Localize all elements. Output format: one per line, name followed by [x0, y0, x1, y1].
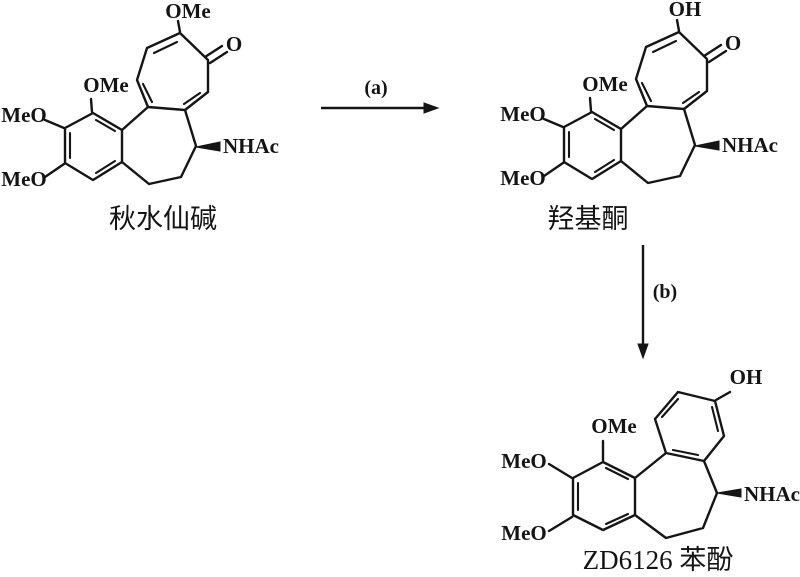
- hydroxy-ketone-aryl-ome-label: OMe: [582, 72, 627, 96]
- colchicine-structure: OMe O OMe MeO MeO NHAc 秋水仙碱: [1, 0, 279, 234]
- hydroxy-ketone-oxygen-label: O: [725, 31, 741, 55]
- arrow-b: (b): [637, 245, 677, 360]
- zd6126-stereo-wedge: [716, 488, 742, 498]
- arrow-a-label: (a): [364, 77, 387, 99]
- zd6126-oh-label: OH: [730, 365, 763, 389]
- colchicine-ome-top-label: OMe: [165, 0, 210, 23]
- arrow-a-head: [423, 102, 440, 114]
- hydroxy-ketone-bonds: [542, 18, 728, 185]
- colchicine-name: 秋水仙碱: [109, 204, 217, 234]
- colchicine-nhac-label: NHAc: [223, 134, 279, 158]
- hydroxy-ketone-stereo-wedge: [694, 140, 720, 151]
- hydroxy-ketone-meo-bottom-label: MeO: [500, 166, 545, 190]
- hydroxy-ketone-structure: OH O OMe MeO MeO NHAc: [500, 0, 778, 190]
- hydroxy-ketone-oh-top-label: OH: [669, 0, 702, 21]
- zd6126-nhac-label: NHAc: [744, 482, 800, 506]
- zd6126-phenol-structure: OH OMe MeO MeO NHAc ZD6126 苯酚: [501, 365, 800, 575]
- colchicine-bonds: [43, 19, 229, 186]
- colchicine-ketone-oxygen-label: O: [226, 32, 242, 56]
- zd6126-meo-bottom-label: MeO: [501, 521, 546, 545]
- arrow-a: (a): [321, 77, 440, 114]
- colchicine-double-bonds: [68, 40, 202, 175]
- hydroxy-ketone-double-bonds: [567, 39, 701, 174]
- colchicine-meo-mid-label: MeO: [1, 103, 46, 127]
- zd6126-name: ZD6126 苯酚: [583, 545, 734, 575]
- colchicine-meo-bottom-label: MeO: [1, 167, 46, 191]
- zd6126-bonds: [547, 390, 732, 540]
- arrow-b-label: (b): [653, 281, 677, 303]
- hydroxy-ketone-nhac-label: NHAc: [722, 133, 778, 157]
- colchicine-aryl-ome-label: OMe: [83, 73, 128, 97]
- zd6126-aryl-ome-label: OMe: [591, 414, 636, 438]
- zd6126-meo-mid-label: MeO: [501, 449, 546, 473]
- zd6126-double-bonds: [576, 397, 720, 526]
- colchicine-stereo-wedge: [195, 141, 221, 152]
- hydroxy-ketone-name: 羟基酮: [548, 204, 629, 234]
- hydroxy-ketone-meo-mid-label: MeO: [500, 102, 545, 126]
- arrow-b-head: [637, 343, 649, 360]
